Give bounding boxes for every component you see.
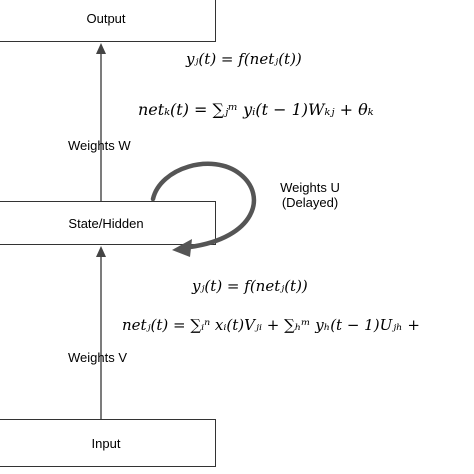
- arrow-hidden-to-output-head: [96, 43, 106, 54]
- hidden-activation-equation: yⱼ(t) = f(netⱼ(t)): [192, 277, 308, 295]
- hidden-box: State/Hidden: [0, 201, 216, 245]
- input-box: Input: [0, 419, 216, 467]
- output-activation-equation: yⱼ(t) = f(netⱼ(t)): [186, 50, 302, 68]
- recurrent-loop-arrowhead: [172, 239, 192, 257]
- hidden-net-equation: netⱼ(t) = ∑ᵢⁿ xᵢ(t)Vⱼᵢ + ∑ₕᵐ yₕ(t − 1)Uⱼ…: [122, 316, 421, 334]
- weights-w-label: Weights W: [68, 138, 131, 153]
- weights-u-label-line2: (Delayed): [281, 195, 339, 210]
- output-box-label: Output: [86, 10, 126, 26]
- recurrent-loop-arrow: [150, 161, 257, 250]
- weights-u-label: Weights U (Delayed): [270, 180, 350, 210]
- output-net-equation: netₖ(t) = ∑ⱼᵐ yᵢ(t − 1)Wₖⱼ + θₖ: [138, 100, 374, 119]
- arrow-input-to-hidden-head: [96, 246, 106, 257]
- weights-u-label-line1: Weights U: [280, 180, 340, 195]
- hidden-box-label: State/Hidden: [68, 215, 144, 231]
- output-box: Output: [0, 0, 216, 42]
- input-box-label: Input: [91, 435, 121, 451]
- weights-v-label: Weights V: [68, 350, 128, 365]
